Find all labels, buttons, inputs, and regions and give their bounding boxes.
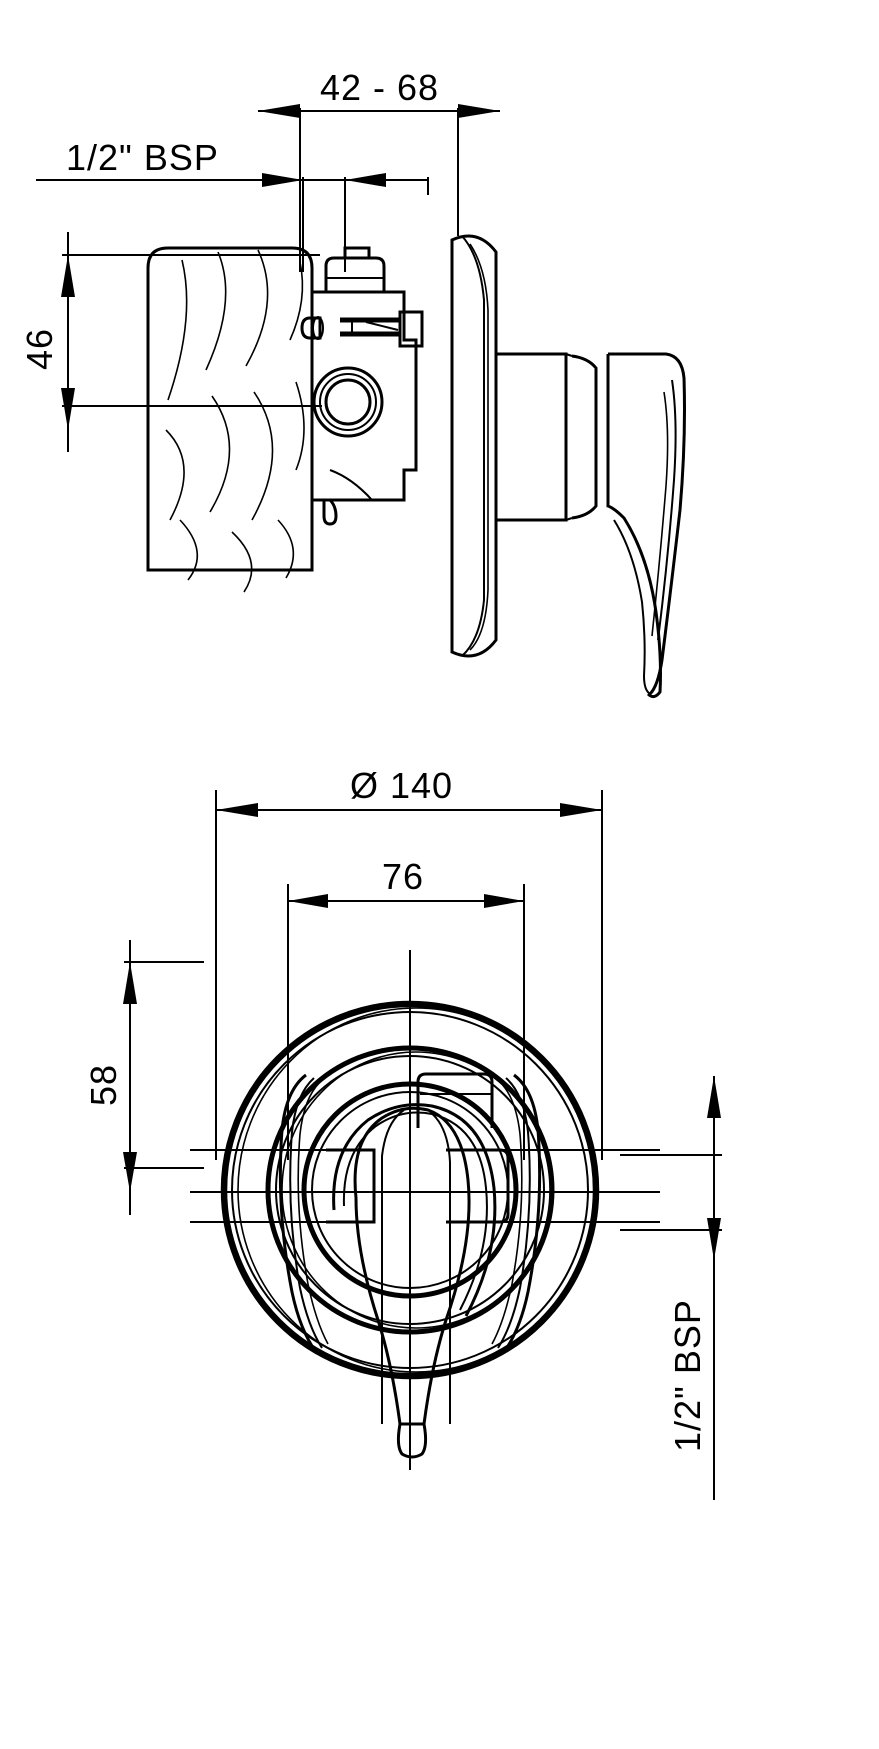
escutcheon-plate-side	[450, 234, 498, 658]
dim-plate-diameter: Ø 140	[215, 765, 603, 1160]
dim-label-center-height: 58	[83, 1064, 124, 1106]
wall-tile-block	[146, 246, 314, 593]
handle-hub	[496, 352, 598, 522]
dim-height-46: 46	[19, 232, 322, 452]
dim-label-thread-top: 1/2" BSP	[66, 137, 219, 178]
top-side-section-view: 42 - 68 1/2" BSP 46	[19, 67, 686, 699]
bottom-front-elevation-view: Ø 140 76 58	[83, 765, 722, 1500]
lever-handle-side	[606, 352, 686, 699]
dim-label-height-46: 46	[19, 328, 60, 370]
indicator-tab	[416, 1072, 494, 1128]
hub-recess-bars	[190, 1148, 660, 1224]
escutcheon-plate-front	[220, 1000, 600, 1380]
dim-label-depth-range: 42 - 68	[320, 67, 439, 108]
dim-label-thread-bottom: 1/2" BSP	[667, 1299, 708, 1452]
dim-label-inner-width: 76	[382, 856, 424, 897]
dim-thread-top: 1/2" BSP	[36, 137, 429, 272]
centre-lines	[190, 950, 660, 1470]
lever-handle-front	[332, 1103, 497, 1459]
dim-inner-width: 76	[287, 856, 525, 1160]
dim-center-height: 58	[83, 940, 204, 1215]
dim-thread-bottom: 1/2" BSP	[620, 1076, 722, 1500]
dim-label-plate-diameter: Ø 140	[350, 765, 453, 806]
dim-depth-range: 42 - 68	[258, 67, 500, 272]
plate-grip-flutes	[278, 1073, 542, 1353]
valve-body	[300, 246, 424, 526]
